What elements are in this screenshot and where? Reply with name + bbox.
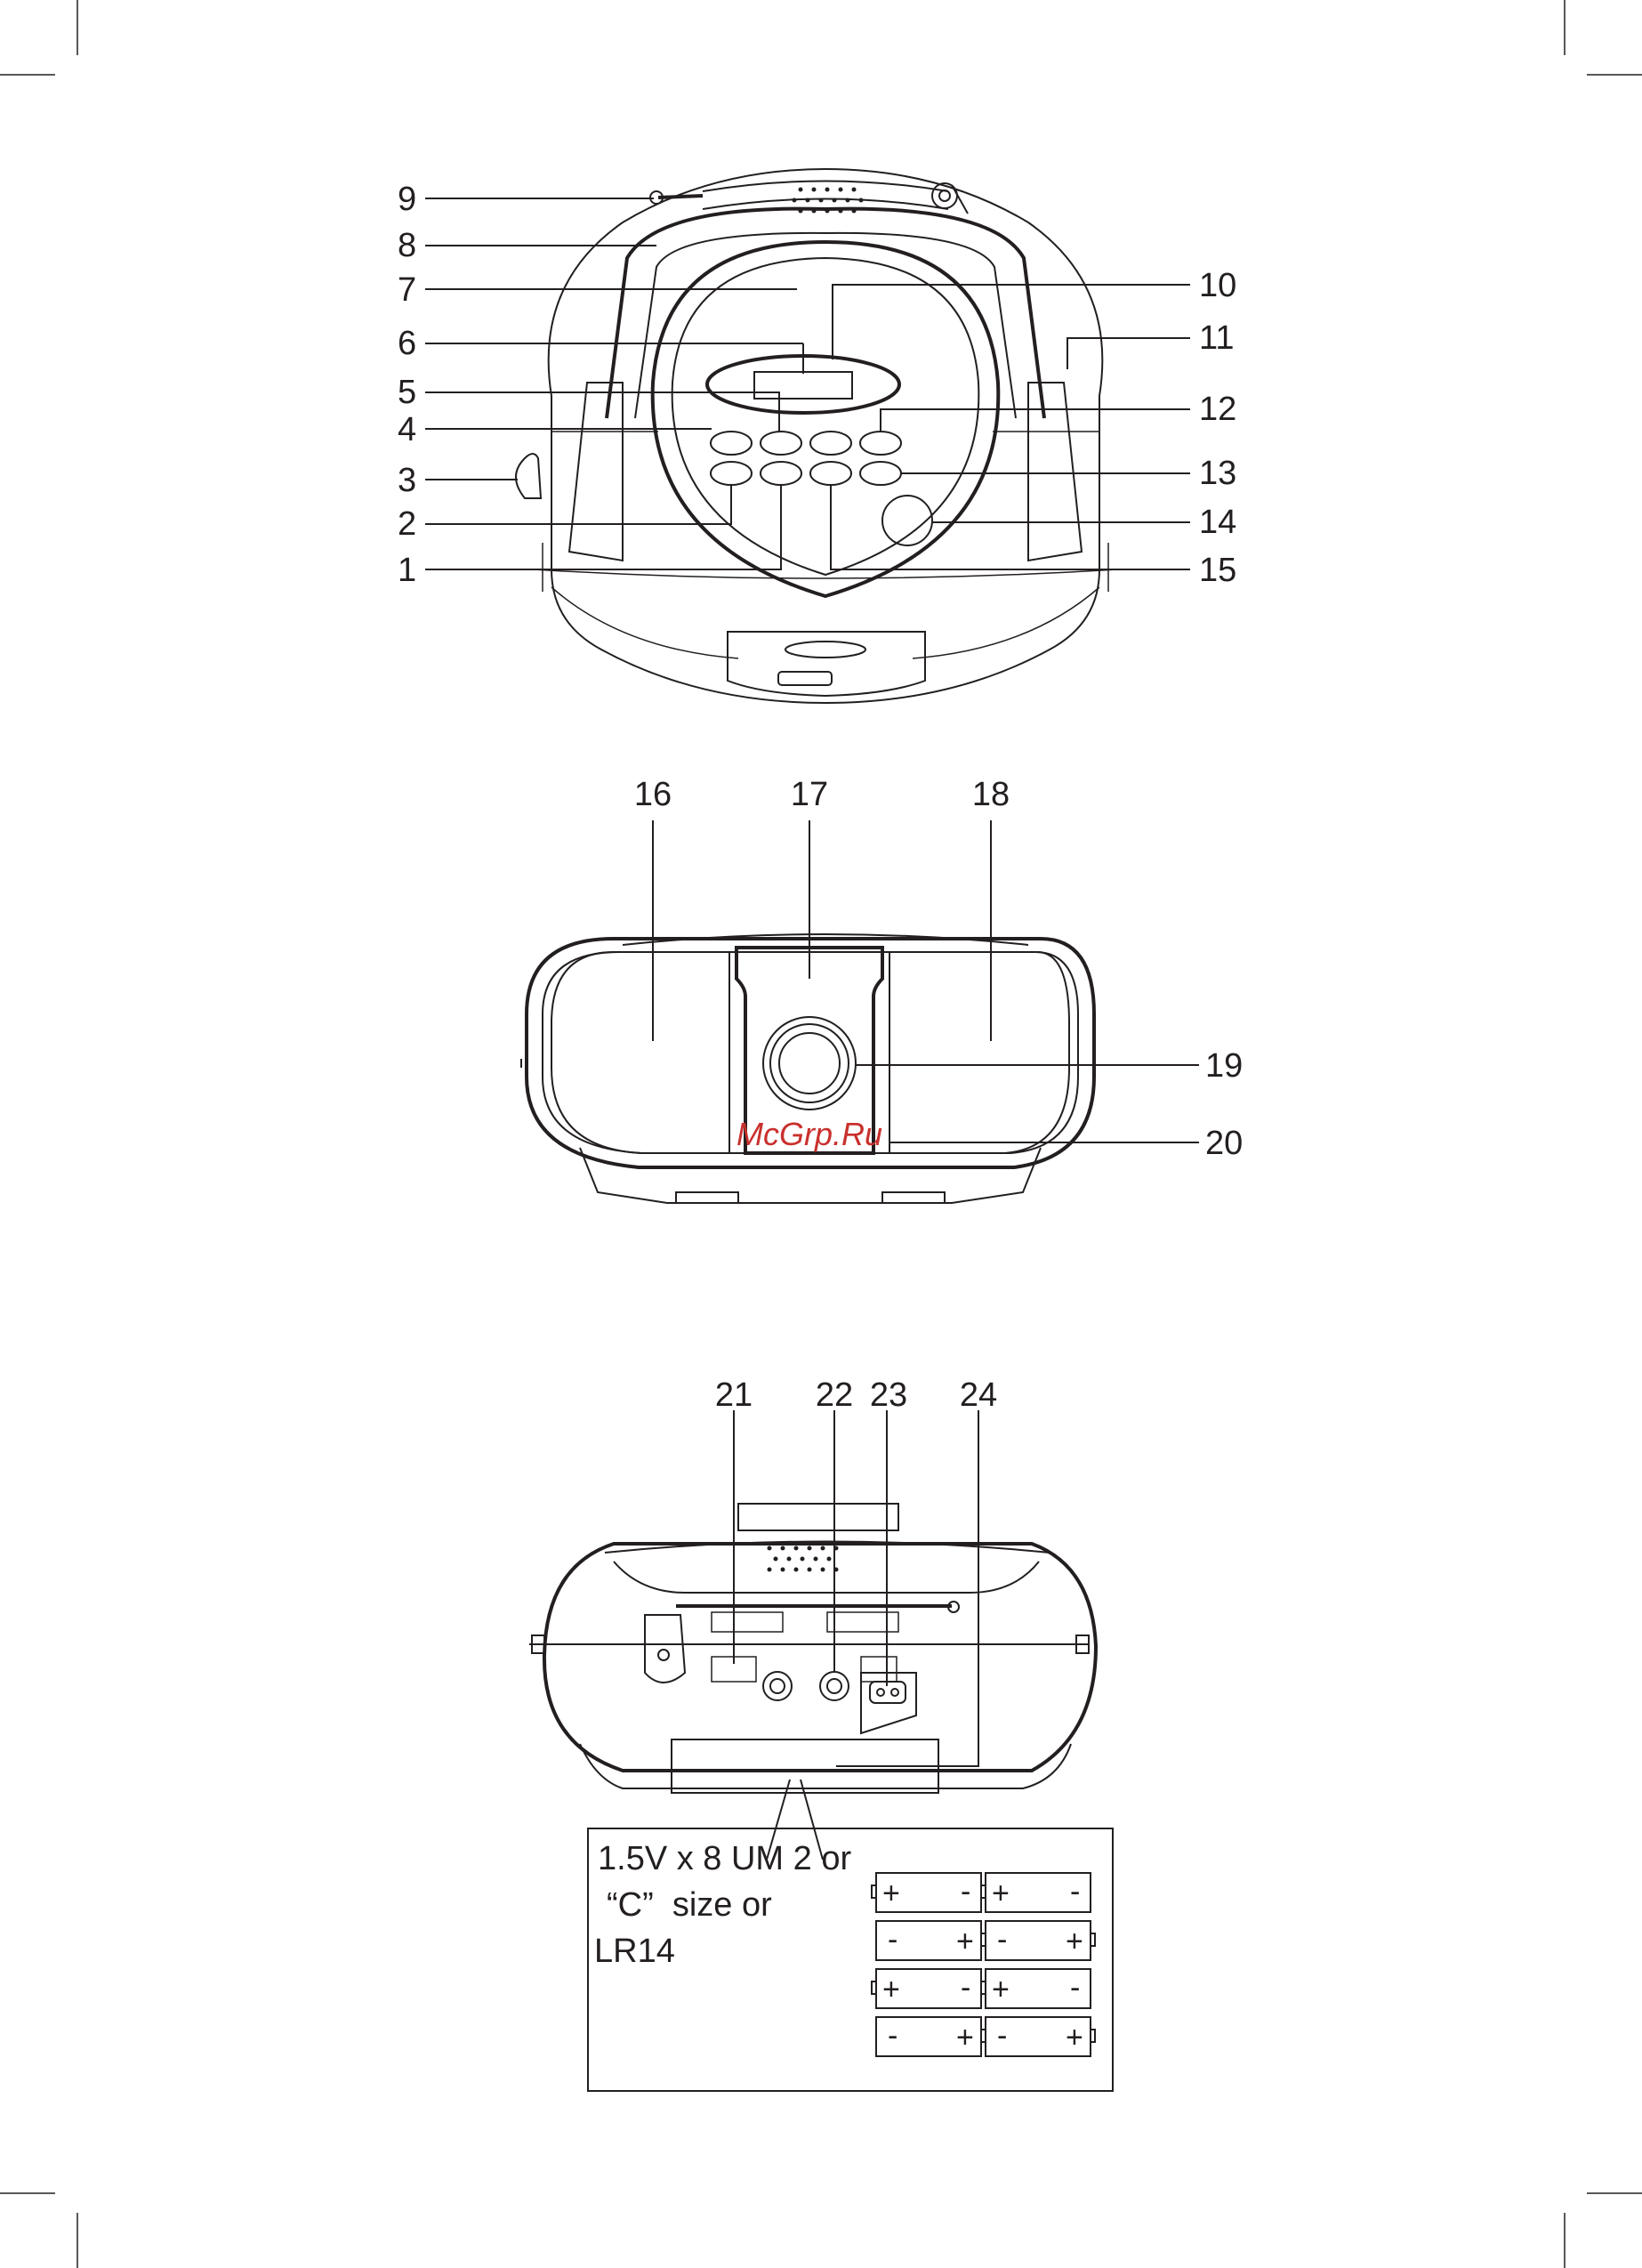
label-12: 12 xyxy=(1199,391,1236,428)
minus-sign: - xyxy=(997,2019,1007,2053)
plus-sign: + xyxy=(992,1877,1010,1910)
minus-sign: - xyxy=(1070,1875,1080,1909)
top-view-leaders xyxy=(425,198,1190,569)
minus-sign: - xyxy=(888,1923,897,1957)
label-19: 19 xyxy=(1205,1047,1243,1085)
plus-sign: + xyxy=(992,1973,1010,2006)
label-23: 23 xyxy=(870,1376,907,1414)
label-4: 4 xyxy=(398,411,416,448)
battery-note-line-3: LR14 xyxy=(594,1930,675,1973)
plus-sign: + xyxy=(956,2021,974,2054)
label-17: 17 xyxy=(791,776,828,813)
label-24: 24 xyxy=(960,1376,997,1414)
front-view-leaders xyxy=(653,820,1199,1142)
minus-sign: - xyxy=(1070,1971,1080,2005)
battery-note-line-2: “C” size or xyxy=(607,1884,772,1926)
label-10: 10 xyxy=(1199,267,1236,304)
vents xyxy=(712,1612,898,1682)
label-3: 3 xyxy=(398,462,416,499)
plus-sign: + xyxy=(956,1925,974,1958)
label-7: 7 xyxy=(398,271,416,309)
label-22: 22 xyxy=(816,1376,853,1414)
plus-sign: + xyxy=(1066,1925,1083,1958)
battery-diagram: + - + - - + - + + - + - - + - + xyxy=(872,1873,1095,2056)
label-14: 14 xyxy=(1199,504,1236,541)
front-view-drawing: 16 17 18 19 20 McGrp.Ru xyxy=(521,776,1243,1203)
plus-sign: + xyxy=(1066,2021,1083,2054)
label-9: 9 xyxy=(398,181,416,218)
label-5: 5 xyxy=(398,374,416,411)
minus-sign: - xyxy=(961,1971,970,2005)
label-15: 15 xyxy=(1199,552,1236,589)
label-16: 16 xyxy=(634,776,672,813)
label-18: 18 xyxy=(972,776,1010,813)
back-view-drawing: 21 22 23 24 xyxy=(529,1376,1096,1860)
label-20: 20 xyxy=(1205,1125,1243,1162)
label-11: 11 xyxy=(1199,319,1234,357)
back-grille-dots xyxy=(768,1546,839,1572)
battery-note-line-1: 1.5V x 8 UM 2 or xyxy=(598,1837,851,1880)
control-buttons xyxy=(711,432,901,485)
top-view-drawing: 9 8 7 6 5 4 3 2 1 10 11 12 13 14 15 xyxy=(398,169,1236,703)
label-6: 6 xyxy=(398,325,416,362)
plus-sign: + xyxy=(882,1973,900,2006)
label-1: 1 xyxy=(398,552,416,589)
minus-sign: - xyxy=(961,1875,970,1909)
label-13: 13 xyxy=(1199,455,1236,492)
label-21: 21 xyxy=(715,1376,753,1414)
minus-sign: - xyxy=(997,1923,1007,1957)
label-8: 8 xyxy=(398,227,416,264)
plus-sign: + xyxy=(882,1877,900,1910)
watermark: McGrp.Ru xyxy=(736,1116,882,1152)
minus-sign: - xyxy=(888,2019,897,2053)
label-2: 2 xyxy=(398,505,416,543)
